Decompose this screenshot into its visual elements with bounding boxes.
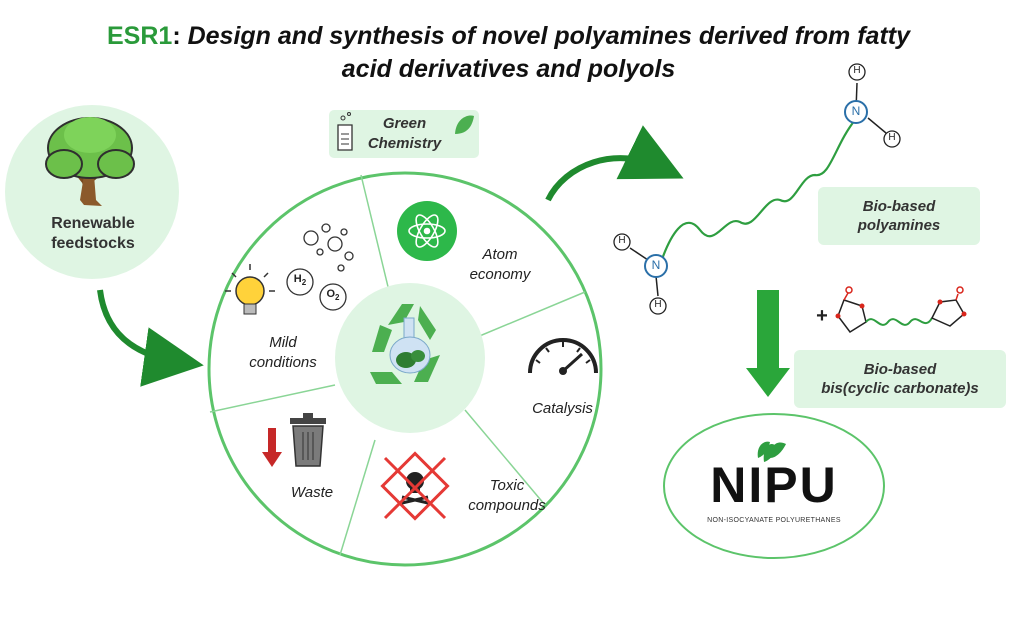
atom-line2: economy [469,266,531,283]
renewable-line2: feedstocks [51,235,135,252]
tree-icon [45,117,135,206]
mild-conditions-label: Mild conditions [228,333,338,373]
green-chemistry-box [329,110,479,158]
hydrogen-bottom-1 [613,233,631,251]
h-bottom-1-label: H [618,235,626,246]
nipu-subtitle: NON-ISOCYANATE POLYURETHANES [707,517,841,524]
title-line2: acid derivatives and polyols [341,55,676,83]
wheel-dividers [209,174,586,556]
n-bottom-label: N [651,258,661,272]
leaf-icon [455,115,474,134]
down-arrow-icon [262,428,282,467]
plus-sign: + [816,305,828,327]
o2-o: O [326,288,336,300]
bubbles-icon [303,223,354,272]
toxic-line1: Toxic [489,477,525,494]
nipu-logo-text: NIPU [710,457,838,513]
n-top-label: N [851,104,861,118]
renewable-label: Renewable feedstocks [32,214,154,254]
h2-h: H [293,273,302,285]
beaker-icon [337,112,353,151]
bio-polyamines-line1: Bio-based [862,198,936,215]
bis-carbonate-line1: Bio-based [863,361,937,378]
h-top-1-label: H [853,65,861,76]
h2-bubble [286,268,314,296]
nitrogen-bottom [644,254,668,278]
hydrogen-bottom-2 [649,297,667,315]
nipu-ellipse [663,413,885,559]
atom-economy-label: Atom economy [455,245,545,285]
toxic-compounds-label: Toxic compounds [452,476,562,516]
green-chemistry-label: Green Chemistry [357,114,452,154]
skull-warning-icon [380,451,450,521]
trash-can-icon [290,413,326,467]
arrow-to-molecule [545,125,684,202]
recycle-flask-icon [370,304,440,384]
lotus-icon [757,441,786,462]
hydrogen-top-2 [883,130,901,148]
bio-polyamines-line2: polyamines [857,217,941,234]
bis-carbonate-box: Bio-based bis(cyclic carbonate)s [794,350,1006,408]
mild-line2: conditions [249,354,317,371]
toxic-line2: compounds [468,497,546,514]
title-esr: ESR1 [107,22,173,50]
green-chemistry-line1: Green [382,115,427,132]
green-chemistry-line2: Chemistry [367,135,442,152]
lightbulb-icon [225,264,275,315]
h2-label: H2 [283,273,317,287]
atom-icon [408,214,446,248]
page-title: ESR1: Design and synthesis of novel poly… [0,20,1017,86]
h2-sub: 2 [301,278,307,288]
o2-label: O2 [316,288,350,302]
arrow-to-wheel [97,289,204,387]
mild-line1: Mild [269,334,297,351]
h-bottom-2-label: H [654,299,662,310]
renewable-line1: Renewable [51,215,135,232]
hydrogen-top-1 [848,63,866,81]
atom-line1: Atom [482,246,518,263]
polyamine-chain [658,119,856,266]
waste-label: Waste [290,484,334,501]
bis-carbonate-structure [835,286,967,334]
o2-bubble [319,283,347,311]
bis-carbonate-line2: bis(cyclic carbonate)s [821,380,979,397]
nitrogen-top [844,100,868,124]
bio-polyamines-box: Bio-based polyamines [818,187,980,245]
o2-sub: 2 [335,293,340,303]
title-colon: : [172,22,181,50]
title-line1: Design and synthesis of novel polyamines… [187,22,910,50]
h-top-2-label: H [888,132,896,143]
catalysis-label: Catalysis [532,400,593,417]
main-down-arrow [746,290,790,397]
gauge-icon [528,338,598,375]
